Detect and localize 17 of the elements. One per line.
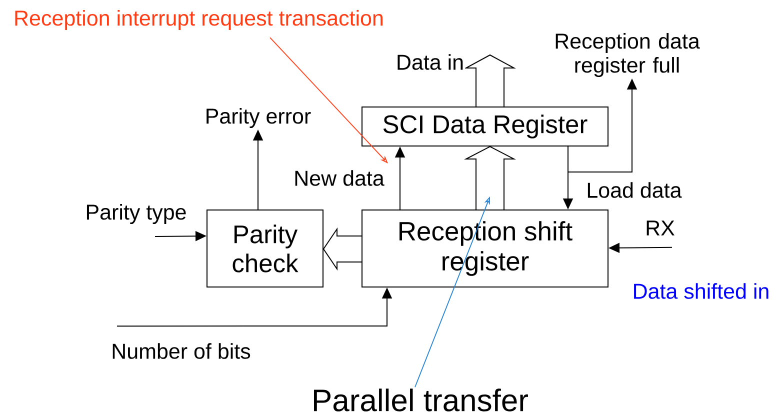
signal-label: Parity type <box>86 204 186 224</box>
note-text: Data shifted in <box>634 283 768 299</box>
hollow-arrow <box>464 146 516 210</box>
hollow-arrow <box>322 227 362 271</box>
edge-label: Data in <box>394 53 466 71</box>
signal-label: RX <box>646 220 674 236</box>
logic-box: Parity check <box>206 210 324 288</box>
leader-line <box>270 37 388 164</box>
signal-label: Number of bits <box>112 343 250 359</box>
signal-label: Reception data register full <box>556 32 700 78</box>
callout-text: Parallel transfer <box>314 388 528 412</box>
signal-label: Parity error <box>206 108 311 128</box>
hollow-arrow <box>464 54 516 107</box>
register-box: SCI Data Register <box>362 106 608 146</box>
edge-label: Load data <box>585 181 683 199</box>
edge-label: New data <box>292 169 386 187</box>
callout-text: Reception interrupt request transaction <box>15 10 383 30</box>
